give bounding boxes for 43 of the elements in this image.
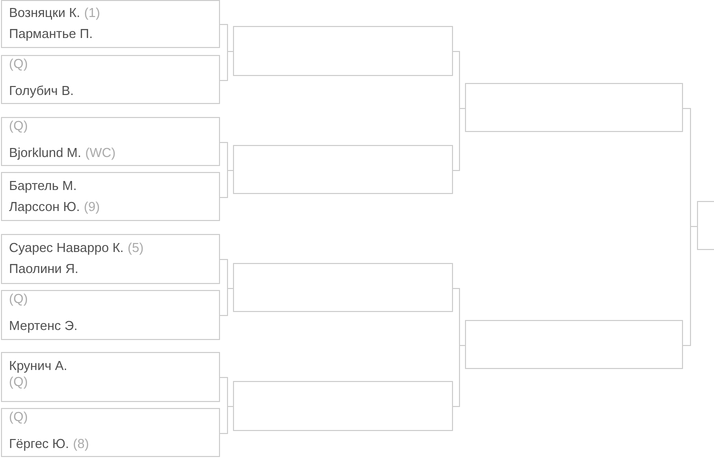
empty-match-box [465,83,683,132]
player-name: Мертенс Э. [9,318,78,333]
seed-label: (Q) [9,409,28,424]
seed-label: (Q) [9,291,28,306]
connector-line [220,170,234,198]
seed-label: (Q) [9,374,28,389]
empty-match-box [465,320,683,369]
player-name: Ларссон Ю. [9,199,80,214]
player-name: Возняцки К. [9,5,80,20]
player-name: Гёргес Ю. [9,436,70,451]
player-name: Крунич А. [9,358,68,373]
connector-line [452,345,466,407]
player-name: Голубич В. [9,83,74,98]
empty-match-box [697,201,714,250]
connector-line [220,406,234,434]
seed-label: (8) [73,436,89,451]
match-box [1,290,220,340]
match-box [1,0,220,48]
empty-match-box [233,263,453,312]
seed-label: (WC) [85,145,116,160]
seed-label: (9) [84,199,100,214]
match-box [1,352,220,402]
match-box [1,408,220,457]
empty-match-box [233,26,453,76]
match-box [1,172,220,221]
player-name: Суарес Наварро К. [9,240,124,255]
seed-label: (5) [128,240,144,255]
connector-line [452,108,466,171]
seed-label: (1) [84,5,100,20]
seed-label: (Q) [9,56,28,71]
player-name: Паолини Я. [9,261,78,276]
player-name: Пармантье П. [9,26,93,41]
seed-label: (Q) [9,118,28,133]
match-box [1,55,220,104]
connector-line [220,51,234,81]
empty-match-box [233,381,453,431]
empty-match-box [233,145,453,194]
connector-line [220,288,234,316]
match-box [1,117,220,166]
match-box [1,234,220,284]
connector-line [682,226,698,346]
player-name: Bjorklund M. [9,145,82,160]
player-name: Бартель М. [9,178,77,193]
